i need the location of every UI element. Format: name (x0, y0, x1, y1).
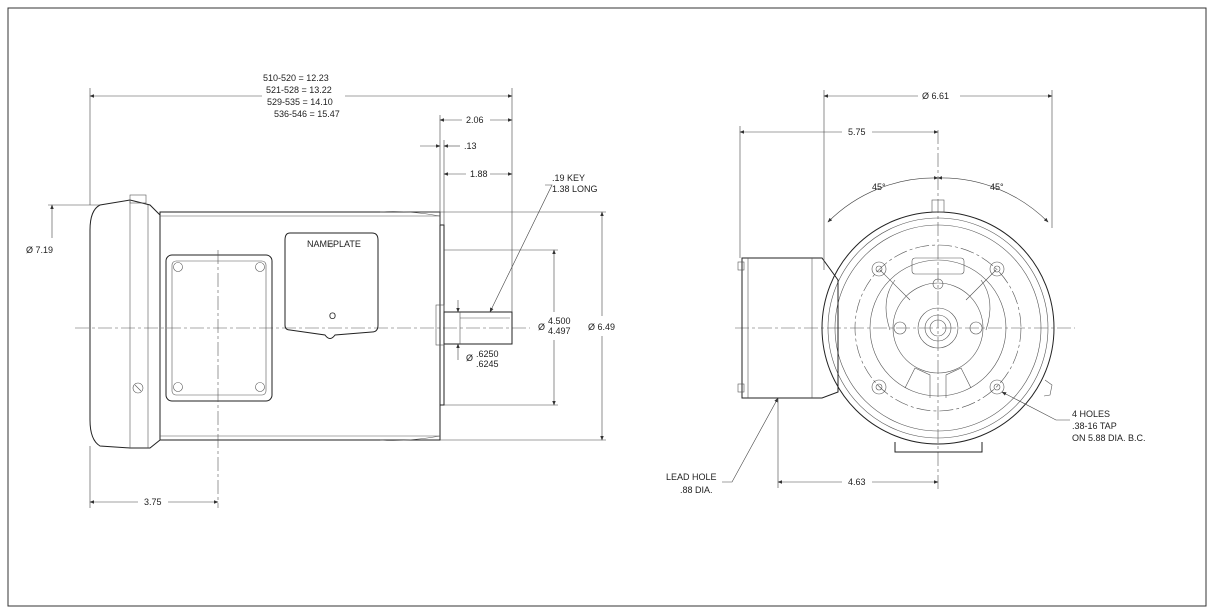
dim-3-75: 3.75 (144, 497, 162, 507)
lead-hole-line-1: LEAD HOLE (666, 472, 717, 482)
nameplate-marker: O (329, 311, 336, 321)
end-view: Ø 6.61 5.75 45° 45° 4 HOLES .38-16 TAP O… (666, 90, 1146, 495)
side-view: NAMEPLATE O 510-520 = 12.23 521-528 = 13… (26, 73, 615, 508)
holes-note-line-1: 4 HOLES (1072, 409, 1110, 419)
lead-hole-line-2: .88 DIA. (680, 485, 713, 495)
length-line-3: 529-535 = 14.10 (267, 97, 333, 107)
dim-dia-6-61: Ø 6.61 (922, 91, 949, 101)
shaft-dia-6245: .6245 (476, 359, 499, 369)
holes-note-line-3: ON 5.88 DIA. B.C. (1072, 433, 1146, 443)
drawing-border (7, 7, 1207, 607)
angle-right: 45° (990, 182, 1004, 192)
holes-note-line-2: .38-16 TAP (1072, 421, 1117, 431)
angle-left: 45° (872, 182, 886, 192)
dim-4-500: 4.500 (548, 316, 571, 326)
dim-0-13: .13 (464, 141, 477, 151)
dim-2-06: 2.06 (466, 115, 484, 125)
shaft-dia-symbol: Ø (466, 353, 473, 363)
dim-dia-symbol: Ø (538, 322, 545, 332)
key-note-line-2: 1.38 LONG (552, 184, 598, 194)
length-line-2: 521-528 = 13.22 (266, 85, 332, 95)
dim-4-497: 4.497 (548, 326, 571, 336)
length-line-1: 510-520 = 12.23 (263, 73, 329, 83)
length-line-4: 536-546 = 15.47 (274, 109, 340, 119)
nameplate-label: NAMEPLATE (307, 239, 361, 249)
dim-dia-6-49: Ø 6.49 (588, 322, 615, 332)
dim-4-63: 4.63 (848, 477, 866, 487)
key-note-line-1: .19 KEY (552, 173, 585, 183)
dim-5-75: 5.75 (848, 127, 866, 137)
shaft-dia-6250: .6250 (476, 349, 499, 359)
dim-1-88: 1.88 (470, 169, 488, 179)
dim-dia-7-19: Ø 7.19 (26, 245, 53, 255)
